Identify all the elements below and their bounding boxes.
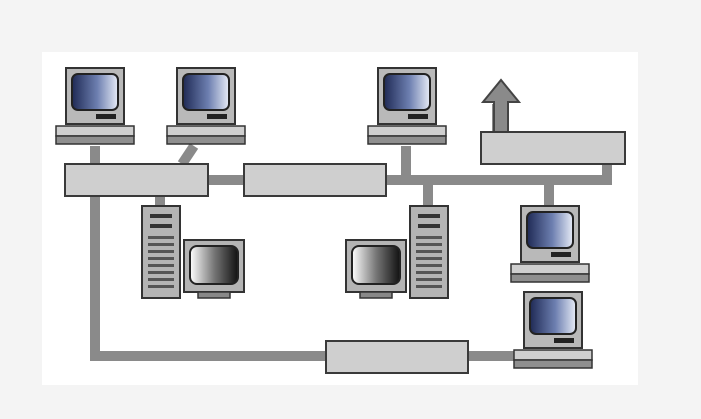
server-right [409,205,449,299]
workstation-top-3 [367,67,447,145]
hub-left [64,163,209,197]
workstation-top-2 [166,67,246,145]
workstation-top-1 [55,67,135,145]
cable-center-right [386,164,612,185]
server-left [141,205,181,299]
workstation-right-2 [513,291,593,369]
uplink-arrow-icon [480,78,522,133]
cable-loop [90,196,330,361]
hub-bottom [325,340,469,374]
server-right-monitor [345,239,407,299]
cable-ws2 [177,143,199,167]
server-left-monitor [183,239,245,299]
hub-center [243,163,387,197]
workstation-right-1 [510,205,590,283]
hub-right [480,131,626,165]
